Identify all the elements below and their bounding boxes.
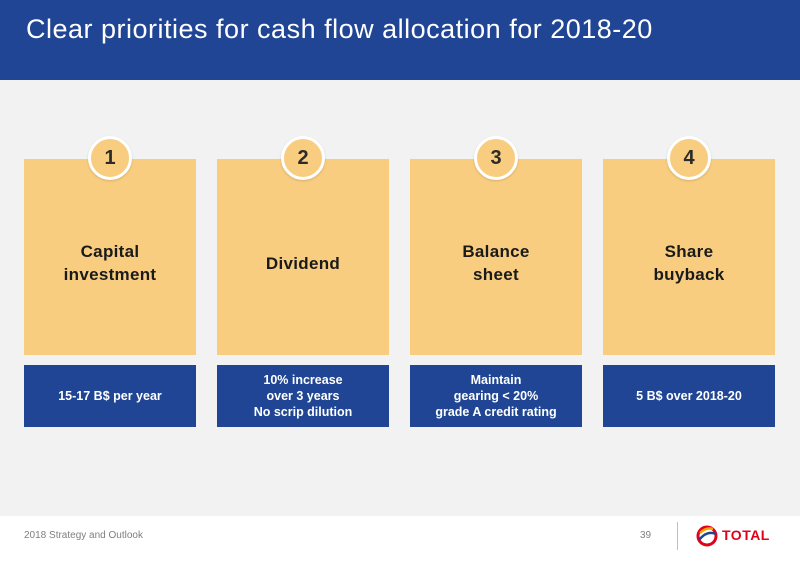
priority-number-badge: 3 [474, 136, 518, 180]
priority-description: 5 B$ over 2018-20 [603, 365, 775, 427]
priority-description: 15-17 B$ per year [24, 365, 196, 427]
priority-card [603, 159, 775, 355]
priority-label: Balance sheet [462, 242, 530, 284]
page-number: 39 [640, 530, 652, 541]
footer-caption: 2018 Strategy and Outlook [24, 530, 143, 541]
priority-number-badge: 2 [281, 136, 325, 180]
priority-card [410, 159, 582, 355]
priority-label: Capital investment [63, 242, 157, 284]
header-bar: Clear priorities for cash flow allocatio… [0, 0, 800, 80]
priority-number-badge: 1 [88, 136, 132, 180]
page-title: Clear priorities for cash flow allocatio… [26, 14, 653, 44]
footer: 2018 Strategy and Outlook 39 TOTAL [0, 516, 800, 566]
priority-number-badge: 4 [667, 136, 711, 180]
total-logo: TOTAL [694, 524, 784, 548]
priority-card [217, 159, 389, 355]
footer-divider [677, 522, 678, 550]
priority-description: Maintain gearing < 20% grade A credit ra… [410, 365, 582, 427]
logo-wordmark: TOTAL [722, 527, 770, 543]
priority-card [24, 159, 196, 355]
priority-label: Dividend [265, 253, 341, 273]
total-logo-icon [696, 525, 718, 547]
priority-label: Share buyback [653, 242, 725, 284]
priority-description: 10% increase over 3 years No scrip dilut… [217, 365, 389, 427]
